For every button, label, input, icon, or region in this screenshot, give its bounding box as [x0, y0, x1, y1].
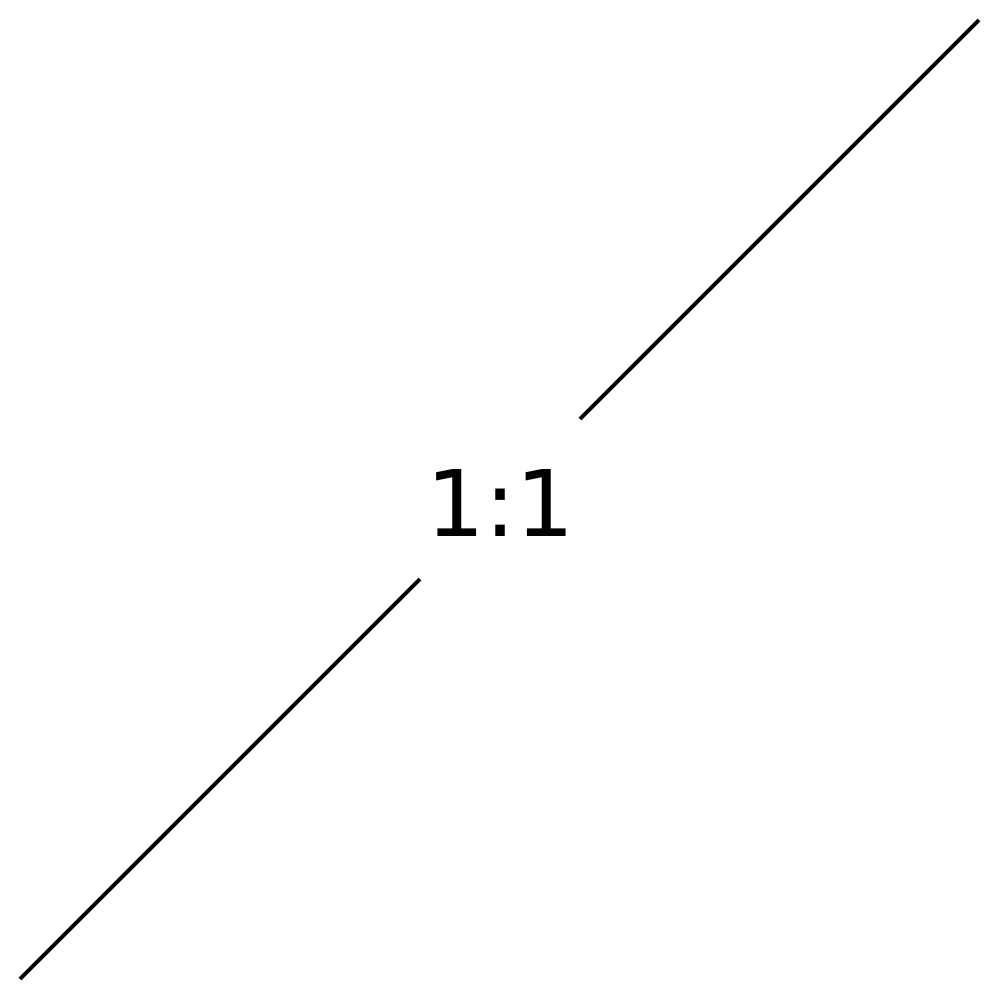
- ratio-label: 1:1: [426, 451, 574, 558]
- diagonal-line-lower: [18, 577, 422, 981]
- diagonal-line-upper: [578, 18, 981, 421]
